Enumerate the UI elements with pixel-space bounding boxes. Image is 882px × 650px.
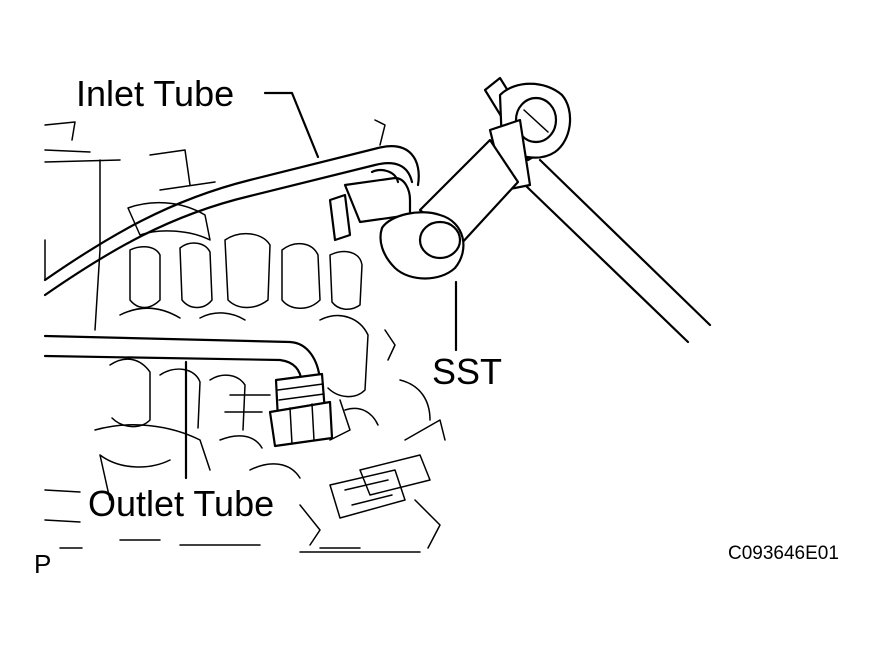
outlet-tube-label: Outlet Tube: [88, 483, 275, 524]
sst-label: SST: [432, 351, 503, 392]
leader-lines: [184, 91, 458, 480]
outlet-tube: [43, 334, 334, 448]
figure-code: C093646E01: [728, 543, 839, 564]
inlet-tube: [43, 145, 420, 297]
engine-block-outline: [44, 119, 446, 553]
sst-wrench: [379, 76, 712, 344]
inlet-tube-label: Inlet Tube: [76, 73, 235, 114]
corner-mark: P: [34, 549, 52, 579]
